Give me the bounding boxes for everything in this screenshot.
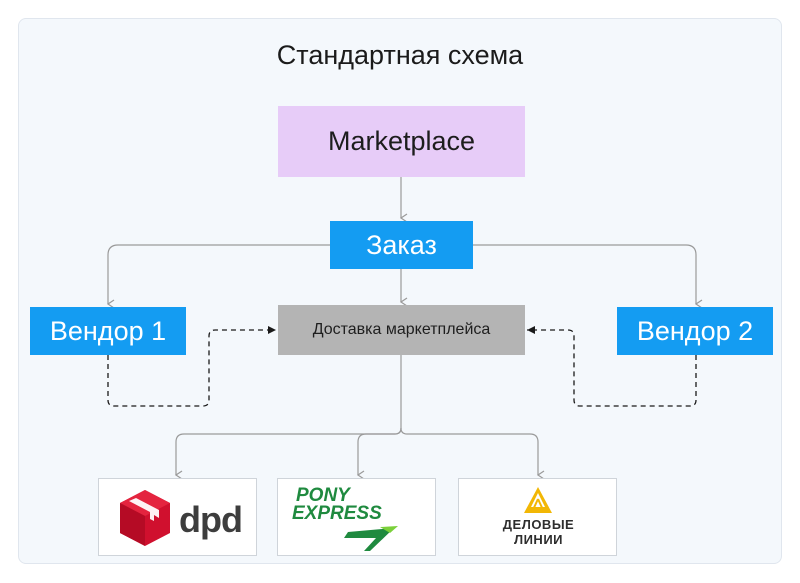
diagram-title: Стандартная схема xyxy=(276,40,524,70)
pony-wordmark: PONY xyxy=(296,485,350,506)
line-order-vendor2 xyxy=(473,244,703,309)
line-to-dpd xyxy=(174,427,402,480)
delovye-linii-mountain-icon xyxy=(524,487,552,513)
dpd-wordmark: dpd xyxy=(179,499,243,540)
vendor2-node: Вендор 2 xyxy=(617,307,773,355)
delovye-linii-logo-card: ДЕЛОВЫЕ ЛИНИИ xyxy=(458,478,617,556)
dpd-logo-card: dpd xyxy=(98,478,257,556)
pony-express-logo-card: PONY EXPRESS xyxy=(277,478,436,556)
marketplace-node: Marketplace xyxy=(278,106,525,177)
dashed-vendor1-delivery xyxy=(107,326,276,407)
delovye-wordmark: ДЕЛОВЫЕ xyxy=(502,517,575,532)
line-order-vendor1 xyxy=(106,244,330,309)
line-to-pony xyxy=(356,427,402,480)
marketplace-delivery-node: Доставка маркетплейса xyxy=(278,305,525,355)
linii-wordmark: ЛИНИИ xyxy=(513,532,564,547)
express-wordmark: EXPRESS xyxy=(292,503,382,524)
vendor1-node: Вендор 1 xyxy=(30,307,186,355)
pony-arrow-icon xyxy=(344,526,398,551)
dpd-cube-icon xyxy=(120,490,170,546)
order-node: Заказ xyxy=(330,221,473,269)
line-to-dl xyxy=(400,427,545,480)
dashed-vendor2-delivery xyxy=(527,326,697,407)
